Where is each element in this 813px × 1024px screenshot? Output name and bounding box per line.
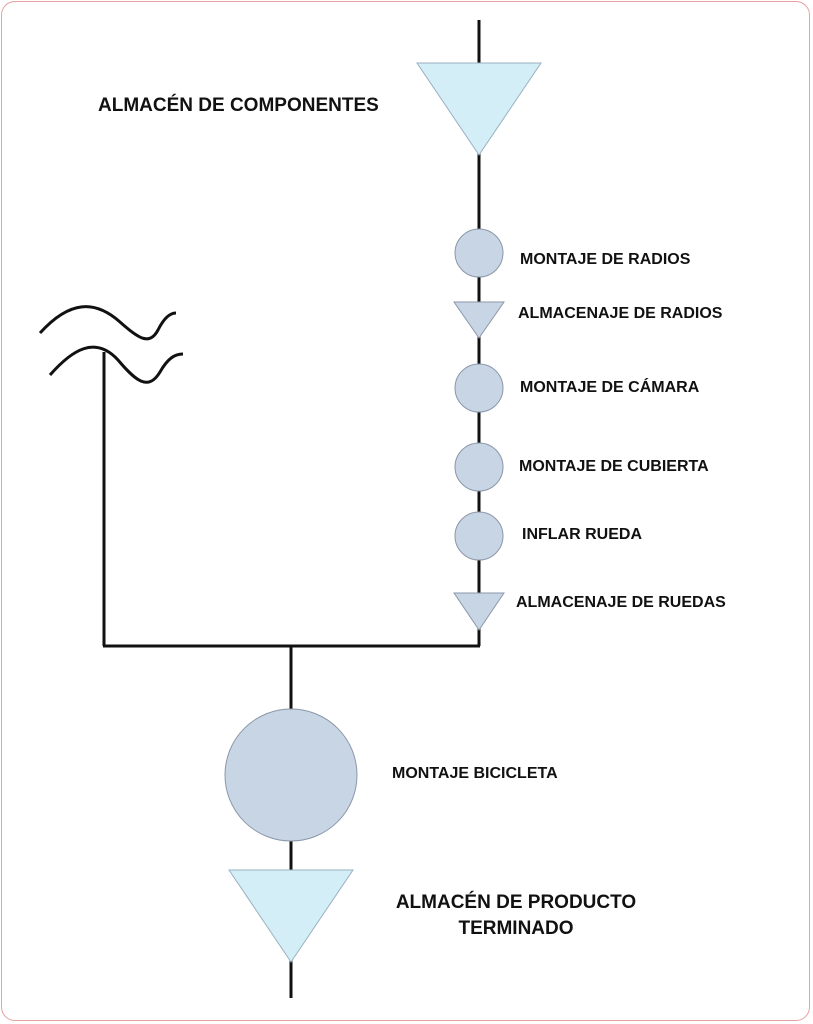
almacenaje-ruedas-storage-icon	[453, 592, 505, 631]
almacenaje-radios-storage-icon	[453, 301, 505, 339]
break-wave-upper-icon	[38, 305, 177, 341]
label-montaje-cubierta: MONTAJE DE CUBIERTA	[519, 458, 709, 475]
inflar-rueda-operation-icon	[454, 511, 504, 561]
almacen-producto-storage-icon	[228, 869, 354, 963]
almacen-componentes-storage-icon	[416, 62, 542, 156]
label-almacen-producto-line2: TERMINADO	[458, 917, 574, 939]
montaje-radios-operation-icon	[454, 228, 504, 278]
montaje-bicicleta-operation-icon	[224, 708, 358, 842]
break-wave-lower-icon	[48, 345, 184, 384]
montaje-camara-operation-icon	[454, 363, 504, 413]
label-almacen-componentes: ALMACÉN DE COMPONENTES	[98, 95, 379, 116]
label-almacen-producto-line1: ALMACÉN DE PRODUCTO	[395, 892, 637, 913]
label-montaje-radios: MONTAJE DE RADIOS	[520, 251, 691, 268]
label-almacenaje-ruedas: ALMACENAJE DE RUEDAS	[516, 594, 726, 611]
label-almacen-producto: ALMACÉN DE PRODUCTO TERMINADO	[376, 890, 656, 941]
label-almacenaje-radios: ALMACENAJE DE RADIOS	[518, 305, 723, 322]
label-inflar-rueda: INFLAR RUEDA	[522, 526, 642, 543]
montaje-cubierta-operation-icon	[454, 442, 504, 492]
label-montaje-bicicleta: MONTAJE BICICLETA	[392, 765, 558, 782]
label-montaje-camara: MONTAJE DE CÁMARA	[520, 379, 700, 396]
